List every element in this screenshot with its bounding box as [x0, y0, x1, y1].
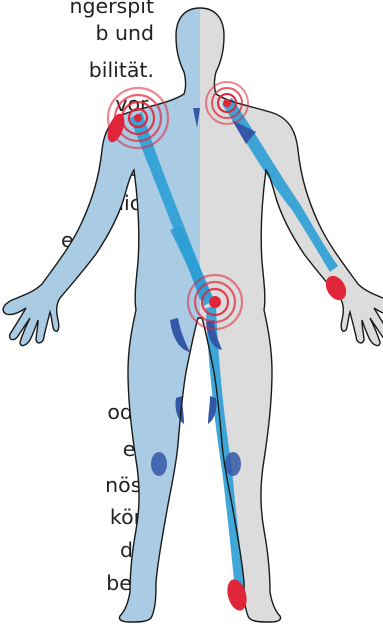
pain-point-right-shoulder — [206, 82, 248, 124]
body-left-half — [3, 8, 383, 622]
accent-left-knee — [151, 452, 167, 476]
accent-right-knee — [225, 452, 241, 476]
